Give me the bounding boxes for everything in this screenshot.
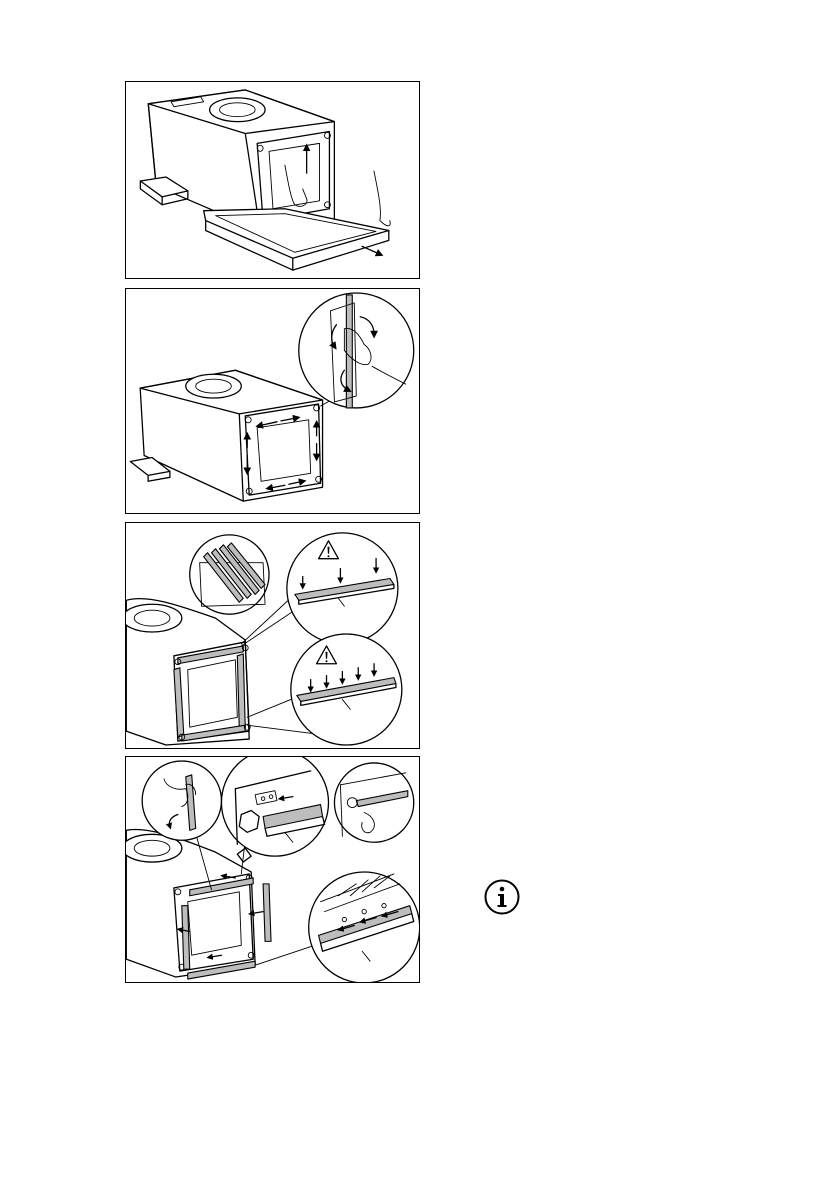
illustration-remove-packaging-base (125, 81, 420, 279)
illustration-attach-strips (125, 756, 420, 983)
illustration-insert-seal-strips (125, 522, 420, 749)
info-icon (484, 879, 520, 915)
illustration-remove-transport-frame (125, 288, 420, 514)
